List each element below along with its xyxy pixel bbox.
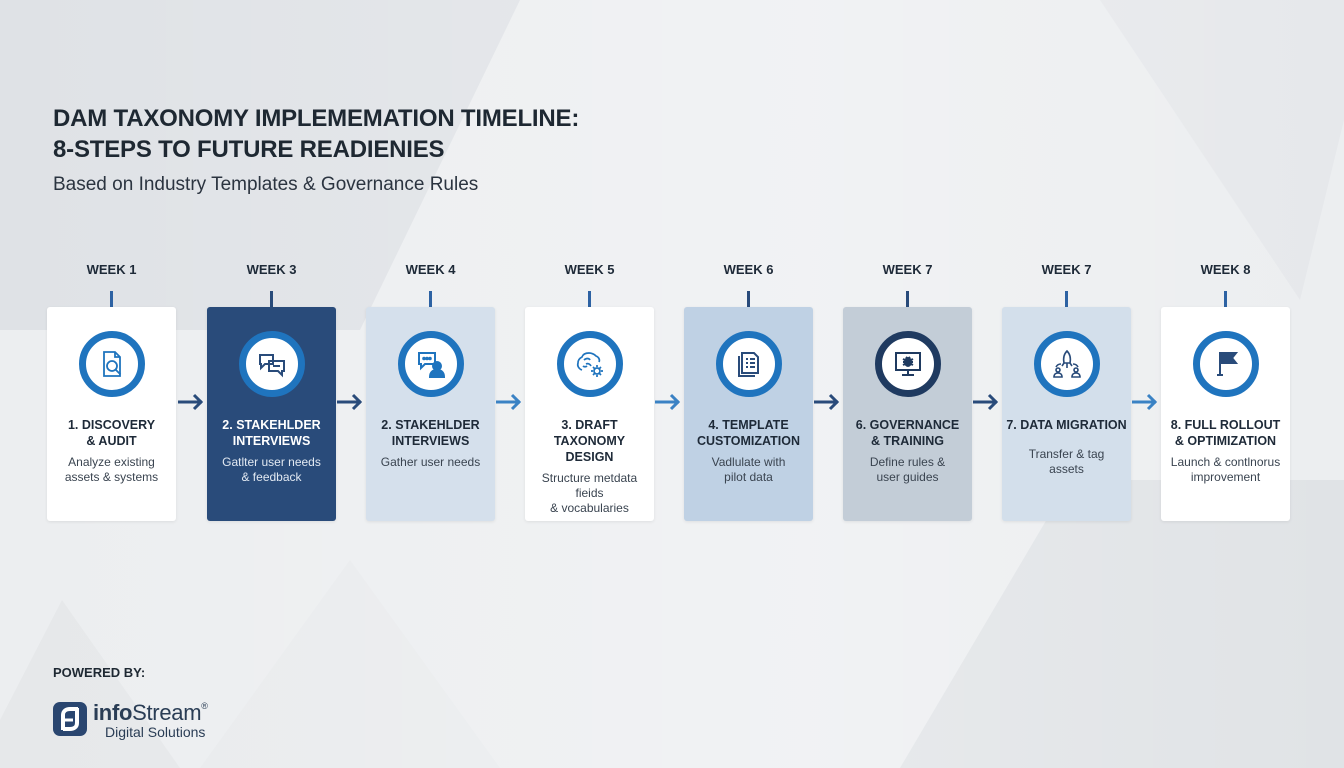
timeline: WEEK 1 1. DISCOVERY& AUDIT Analyze exist… [47, 262, 1297, 522]
week-label: WEEK 7 [882, 262, 933, 277]
icon-ring [715, 331, 782, 397]
brain-gear-icon [576, 352, 603, 377]
arrow-icon [177, 393, 205, 411]
week-label: WEEK 5 [564, 262, 615, 277]
flag-icon [1216, 352, 1238, 376]
step-title: 7. DATA MIGRATION [1006, 418, 1127, 432]
monitor-bug-icon [894, 352, 921, 376]
timeline-tick [588, 291, 591, 307]
step-description: Structure metdata fieids& vocabularies [541, 471, 638, 515]
timeline-tick [906, 291, 909, 307]
week-label: WEEK 6 [723, 262, 774, 277]
timeline-tick [270, 291, 273, 307]
timeline-tick [747, 291, 750, 307]
week-label: WEEK 3 [246, 262, 297, 277]
timeline-tick [1224, 291, 1227, 307]
timeline-tick [1065, 291, 1068, 307]
title-line-1: DAM TAXONOMY IMPLEMEMATION TIMELINE: [53, 105, 580, 132]
icon-ring [1033, 331, 1100, 397]
chat-bubbles-icon [258, 354, 285, 378]
icon-ring [78, 331, 145, 397]
step-description: Define rules &user guides [869, 455, 946, 484]
week-label: WEEK 4 [405, 262, 456, 277]
chat-user-icon [417, 352, 445, 378]
logo-name: infoStream® [93, 700, 208, 725]
icon-ring [397, 331, 464, 397]
arrow-icon [972, 393, 1000, 411]
step-description: Gatlter user needs& feedback [222, 455, 321, 484]
icon-ring [874, 331, 941, 397]
timeline-tick [429, 291, 432, 307]
rocket-users-icon [1052, 349, 1081, 378]
timeline-step-1: WEEK 1 1. DISCOVERY& AUDIT Analyze exist… [47, 262, 176, 522]
step-description: Gather user needs [380, 455, 481, 469]
timeline-step-6: WEEK 7 6. GOVERNANCE& TRAINING Define ru… [843, 262, 972, 522]
step-title: 1. DISCOVERY& AUDIT [67, 418, 156, 448]
company-logo: infoStream® Digital Solutions [53, 702, 208, 739]
arrow-icon [654, 393, 682, 411]
step-card[interactable]: 8. FULL ROLLOUT& OPTIMIZATION Launch & c… [1161, 307, 1290, 521]
powered-by-label: POWERED BY: [53, 665, 146, 680]
arrow-icon [495, 393, 523, 411]
icon-ring [1192, 331, 1259, 397]
page-title: DAM TAXONOMY IMPLEMEMATION TIMELINE: 8-S… [53, 103, 579, 165]
timeline-tick [110, 291, 113, 307]
icon-ring [556, 331, 623, 397]
icon-ring [238, 331, 305, 397]
page-subtitle: Based on Industry Templates & Governance… [53, 174, 479, 195]
week-label: WEEK 1 [86, 262, 137, 277]
step-title: 6. GOVERNANCE& TRAINING [855, 418, 960, 448]
document-list-icon [737, 352, 759, 377]
page-header: DAM TAXONOMY IMPLEMEMATION TIMELINE: 8-S… [53, 103, 579, 197]
arrow-icon [336, 393, 364, 411]
step-card[interactable]: 6. GOVERNANCE& TRAINING Define rules &us… [843, 307, 972, 521]
document-search-icon [102, 351, 121, 377]
arrow-icon [813, 393, 841, 411]
title-line-2: 8-STEPS TO FUTURE READIENIES [53, 136, 445, 163]
week-label: WEEK 7 [1041, 262, 1092, 277]
arrow-icon [1131, 393, 1159, 411]
logo-tagline: Digital Solutions [105, 724, 206, 740]
timeline-step-8: WEEK 8 8. FULL ROLLOUT& OPTIMIZATION Lau… [1161, 262, 1290, 522]
infostream-logo-icon [53, 702, 87, 736]
footer: POWERED BY: infoStream® Digital Solution… [53, 665, 208, 739]
step-title: 8. FULL ROLLOUT& OPTIMIZATION [1170, 418, 1281, 448]
week-label: WEEK 8 [1200, 262, 1251, 277]
